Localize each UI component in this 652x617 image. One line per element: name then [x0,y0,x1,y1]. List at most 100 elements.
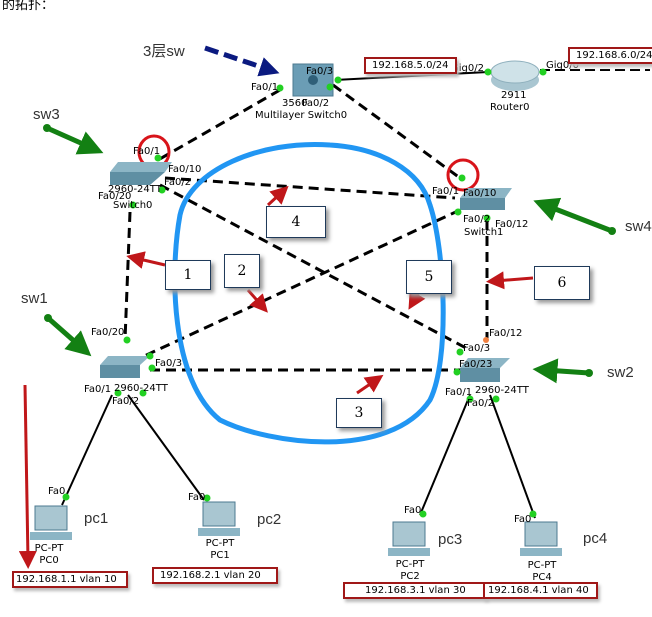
link-mls-switch0 [157,88,281,162]
sw3-label: sw3 [33,106,60,123]
green-arrow [45,125,104,155]
pc3-label: pc3 [438,531,463,548]
link-number-box: 3 [336,398,382,428]
link-mls-switch1 [332,83,461,180]
port-label: Fa0/20 [98,191,132,202]
link-number-box: 1 [165,260,211,290]
link-sw1-pc1 [127,394,205,501]
port-label: Gig0/0 [546,60,579,71]
ip-label: 192.168.4.1 vlan 40 [483,582,598,599]
port-label: Fa0/10 [168,164,202,175]
device-name: PC0 [39,555,59,566]
port-label: Fa0/1 [251,82,279,93]
port-label: Fa0/1 [432,186,460,197]
device-model: 2960-24TT [114,383,168,394]
link-sw1-pc0 [61,394,113,506]
port-label: Fa0/2 [302,98,330,109]
switch-icon [460,358,510,382]
device-name: PC1 [210,550,230,561]
link-number-box: 4 [266,206,326,238]
red-arrow [356,374,384,395]
port-label: Fa0/20 [91,327,125,338]
device-name: Multilayer Switch0 [255,110,348,121]
device-model: 2960-24TT [108,184,162,195]
sw2-label: sw2 [607,364,634,381]
device-model: 3560 [282,98,308,109]
port-label: Gig0/2 [451,63,484,74]
port-label: Fa0/3 [155,358,183,369]
link-switch0-sw2 [159,183,467,350]
device-model: PC-PT [205,538,235,549]
ip-label: 192.168.3.1 vlan 30 [343,582,487,599]
router-icon [490,60,540,91]
loop-path [172,141,446,445]
port-label: Fa0/2 [467,398,495,409]
pc-icon [520,521,562,556]
pc-icon [388,521,430,556]
navy-arrow [204,45,280,77]
port-label: Fa0/1 [445,387,473,398]
link-switch0-sw1 [123,211,132,341]
device-name: PC2 [400,571,420,582]
sw1-label: sw1 [21,290,48,307]
port-label: Fa0 [514,514,532,525]
pc-icon [30,505,72,540]
link-number-box: 6 [534,266,590,300]
ip-label: 192.168.5.0/24 [364,57,457,74]
green-arrow [533,197,613,234]
link-switch0-switch1 [164,176,456,200]
ip-label: 192.168.6.0/24 [568,47,652,64]
port-label: Fa0/1 [133,146,161,157]
link-switch1-sw1 [139,208,461,360]
switch-icon [460,188,512,210]
pc2-label: pc2 [257,511,282,528]
l3-label: 3层sw [143,43,185,60]
port-label: Fa0/3 [306,66,334,77]
red-arrow [486,271,534,290]
port-label: Fa0/3 [463,343,491,354]
device-model: 2960-24TT [475,385,529,396]
green-arrow [46,316,92,357]
port-label: Fa0 [404,505,422,516]
red-arrow [18,384,37,569]
port-label: Fa0/12 [489,328,523,339]
port-label: Fa0/12 [495,219,529,230]
port-label: Fa0/2 [463,214,491,225]
port-label: Fa0 [48,486,66,497]
green-arrow [532,358,590,384]
red-arrow [246,289,268,313]
link-number-box: 2 [224,254,260,288]
header-fragment: 的拓扑： [2,0,55,13]
mls-icon [292,63,334,97]
device-model: 2911 [501,90,527,101]
switch-icon [100,356,150,378]
device-name: Switch1 [464,227,504,238]
device-name: Router0 [490,102,530,113]
pc-icon [198,501,240,536]
red-arrow [266,185,289,207]
pc4-label: pc4 [583,530,608,547]
link-number-box: 5 [406,260,452,294]
link-sw2-pc4 [489,394,536,519]
port-label: Fa0/2 [164,177,192,188]
red-arrow [126,251,166,269]
port-label: Fa0/23 [459,359,493,370]
link-sw2-pc2 [419,394,471,516]
port-label: Fa0/2 [112,396,140,407]
device-name: PC4 [532,572,552,583]
highlight-circle [446,158,480,192]
device-model: PC-PT [34,543,64,554]
switch-icon [110,162,172,185]
link-mls-router [334,71,489,81]
device-name: Switch0 [113,200,153,211]
port-label: Fa0 [188,492,206,503]
port-label: Fa0/1 [84,384,112,395]
device-model: PC-PT [527,560,557,571]
device-model: PC-PT [395,559,425,570]
port-label: Fa0/10 [463,188,497,199]
